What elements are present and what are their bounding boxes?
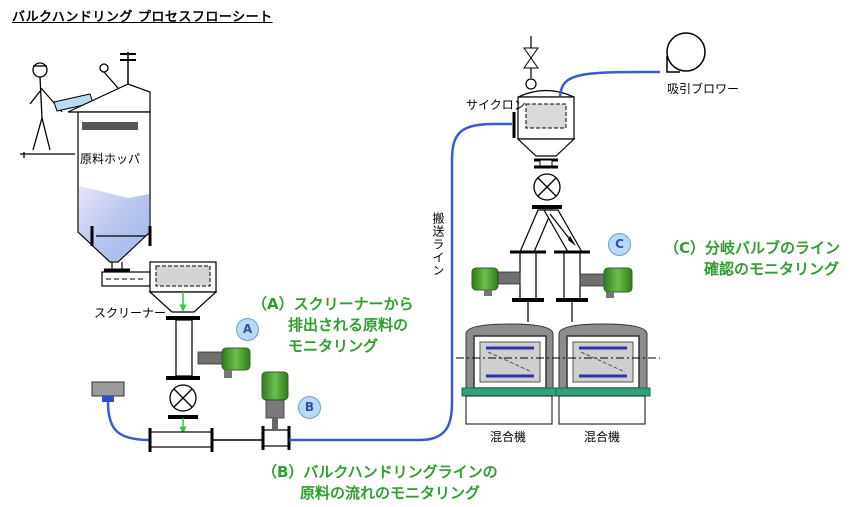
annotation-b: （B）バルクハンドリングラインの 原料の流れのモニタリング <box>262 462 498 504</box>
marker-c: C <box>608 233 631 256</box>
operator-arm-lever <box>99 63 119 89</box>
annotation-a: （A）スクリーナーから 排出される原料の モニタリング <box>252 294 414 357</box>
diverter-valve <box>532 173 562 209</box>
annotation-b-line1: （B）バルクハンドリングラインの <box>262 463 498 481</box>
marker-b: B <box>298 396 321 419</box>
annotation-a-line1: （A）スクリーナーから <box>252 295 414 313</box>
label-blower: 吸引ブロワー <box>667 82 740 96</box>
marker-a: A <box>236 318 259 341</box>
sensor-c <box>579 267 633 298</box>
operator-figure <box>20 62 75 158</box>
annotation-c: （C）分岐バルブのライン 確認のモニタリング <box>664 238 840 280</box>
mixer-right <box>555 323 651 425</box>
transport-line-pipe <box>289 122 512 442</box>
label-transport-line: 搬送ライン <box>431 212 445 277</box>
annotation-c-line1: （C）分岐バルブのライン <box>664 239 841 257</box>
suction-blower <box>666 32 706 73</box>
annotation-a-line3: モニタリング <box>288 337 379 355</box>
screener <box>101 261 218 380</box>
label-screener: スクリーナー <box>94 306 167 320</box>
raw-material-hopper <box>67 52 152 272</box>
feed-pipe <box>106 401 151 442</box>
diverter-branches <box>510 209 590 322</box>
blower-pipe <box>558 70 661 97</box>
conveying-pipe-horizontal <box>148 426 291 452</box>
sensor-left-branch <box>471 267 521 296</box>
page-title: バルクハンドリング プロセスフローシート <box>12 10 273 25</box>
annotation-a-line2: 排出される原料の <box>288 316 409 334</box>
label-mixer-left: 混合機 <box>490 430 527 444</box>
sensor-a <box>197 347 251 378</box>
annotation-b-line2: 原料の流れのモニタリング <box>300 484 481 502</box>
feed-box <box>91 381 125 402</box>
sensor-b <box>261 371 289 430</box>
mixer-left <box>461 323 557 425</box>
label-cyclone: サイクロン <box>466 98 526 112</box>
label-hopper: 原料ホッパ <box>80 152 141 166</box>
annotation-c-line2: 確認のモニタリング <box>704 260 840 278</box>
rotary-valve-a <box>168 384 198 434</box>
label-mixer-right: 混合機 <box>584 430 621 444</box>
